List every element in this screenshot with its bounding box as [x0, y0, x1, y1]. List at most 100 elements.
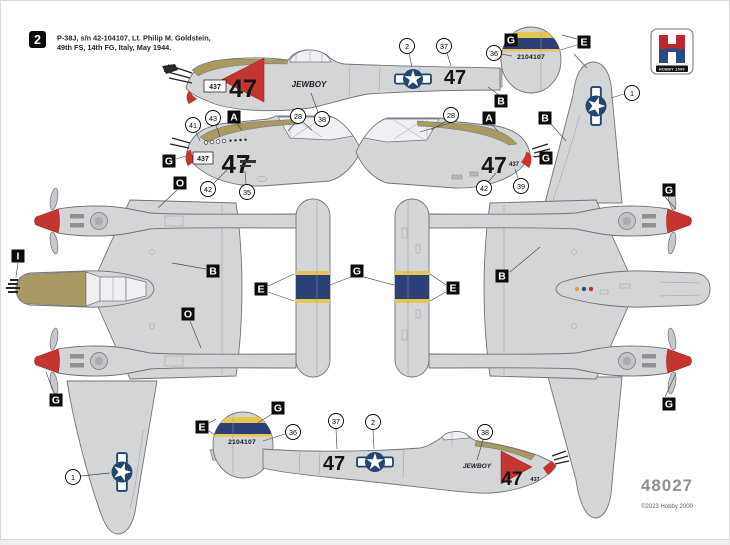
stencil-block [240, 160, 256, 167]
leader-line [208, 430, 216, 436]
leader-line [487, 86, 500, 96]
tail-serial: 2104107 [517, 54, 545, 61]
callout-label: 41 [189, 121, 197, 130]
logo-band [656, 65, 688, 72]
callout-label: 28 [447, 111, 455, 120]
callout-39-small-code: 39 [513, 168, 529, 194]
callout-box [662, 397, 676, 411]
nose-number: 47 [229, 75, 257, 103]
leader-line [335, 428, 338, 450]
scheme-number: 2 [34, 33, 41, 47]
callout-label: G [353, 266, 361, 278]
spinner-red [185, 150, 196, 166]
nose-number: 47 [501, 469, 522, 490]
prop-blade [667, 231, 677, 255]
nose-red-triangle [220, 57, 265, 103]
leader-line [559, 44, 578, 51]
callout-circle [65, 469, 81, 485]
callout-box [162, 154, 176, 168]
hobby2000-logo: HOBBY 2000 [650, 28, 694, 75]
leader-line [302, 121, 313, 131]
leader-line [514, 168, 519, 179]
turbo-inner [95, 217, 103, 225]
small-code: 437 [530, 477, 539, 483]
stab-blue-band [395, 275, 429, 299]
aircraft-description-line2: 49th FS, 14th FG, Italy, May 1944. [57, 43, 171, 52]
callout-label: 36 [490, 49, 498, 58]
leader-line [610, 93, 625, 99]
pitot-tube [573, 53, 588, 69]
leader-line [446, 52, 452, 67]
callout-E-stab-left: E [254, 273, 295, 302]
hatch-details [401, 227, 421, 341]
callout-label: G [507, 35, 515, 47]
leader-line [244, 170, 247, 185]
small-code: 437 [209, 84, 221, 91]
callout-G-fin-band-bottom: G [255, 401, 285, 425]
prop-blade [49, 231, 59, 255]
aileron-line [552, 114, 581, 201]
canopy-side [441, 431, 471, 441]
panel-lines [298, 432, 453, 479]
callout-box [254, 282, 268, 296]
leader-line [157, 189, 178, 209]
callout-box [195, 420, 209, 434]
callout-G-spinner-right: G [531, 151, 553, 165]
hatch [164, 355, 184, 367]
callout-label: G [665, 185, 673, 197]
callout-2-boom-insignia-bottom: 2 [365, 414, 381, 450]
leader-line [287, 122, 296, 132]
callout-box [662, 183, 676, 197]
hatch [164, 215, 184, 227]
callout-box [206, 264, 220, 278]
nickname: JEWBOY [463, 463, 492, 470]
callout-circle [285, 424, 301, 440]
turbo-inner [623, 357, 631, 365]
leader-line [329, 276, 352, 286]
callout-box [577, 35, 591, 49]
nose-guns-top [6, 279, 20, 293]
leader-line [550, 123, 567, 142]
callout-label: B [498, 271, 506, 283]
callout-G-stab-bands: G [329, 264, 395, 286]
leader-line [476, 439, 484, 461]
copyright: ©2023 Hobby 2000 [641, 503, 693, 510]
nacelle-closeup-port: 437 47 [169, 115, 362, 187]
callout-box [49, 393, 63, 407]
callout-37-boom-number-bottom: 37 [328, 413, 344, 450]
leader-line [509, 246, 541, 273]
callout-circle [443, 107, 459, 123]
leader-line [208, 418, 217, 424]
callout-circle [290, 108, 306, 124]
callout-label: E [257, 284, 264, 296]
canopy-side [289, 49, 332, 63]
callout-label: G [542, 153, 550, 165]
fin-band-group [213, 417, 273, 437]
leader-line [255, 413, 273, 425]
callout-28-canopy-left: 28 [287, 108, 313, 132]
callout-label: O [184, 309, 192, 321]
id-light-blue [581, 286, 587, 292]
side-profile-starboard: 2104107 47 JEWBOY 47 437 [209, 411, 570, 494]
callout-label: B [541, 113, 549, 125]
stab-yellow-stripe [296, 271, 330, 275]
small-code: 437 [509, 162, 520, 168]
callout-label: 28 [294, 112, 302, 121]
leader-line [262, 433, 286, 442]
callout-label: G [52, 395, 60, 407]
callout-box [539, 151, 553, 165]
anti-glare-panel [199, 118, 301, 143]
callout-label: E [580, 37, 587, 49]
leader-line [363, 276, 395, 286]
header: 2 P-38J, s/n 42-104107, Lt. Philip M. Go… [29, 31, 211, 52]
callout-1-wing-insignia-top: 1 [610, 85, 640, 101]
side-profile-port: 2104107 437 47 JEWBOY 47 [162, 26, 562, 112]
callout-38-nickname-top: 38 [310, 92, 330, 127]
exhaust-detail [70, 214, 84, 219]
callout-2-boom-insignia: 2 [399, 38, 415, 68]
footer: 48027 ©2023 Hobby 2000 [641, 476, 694, 510]
callout-label: 37 [440, 42, 448, 51]
callout-38-nickname-bottom: 38 [476, 424, 493, 461]
small-code: 437 [197, 156, 209, 163]
